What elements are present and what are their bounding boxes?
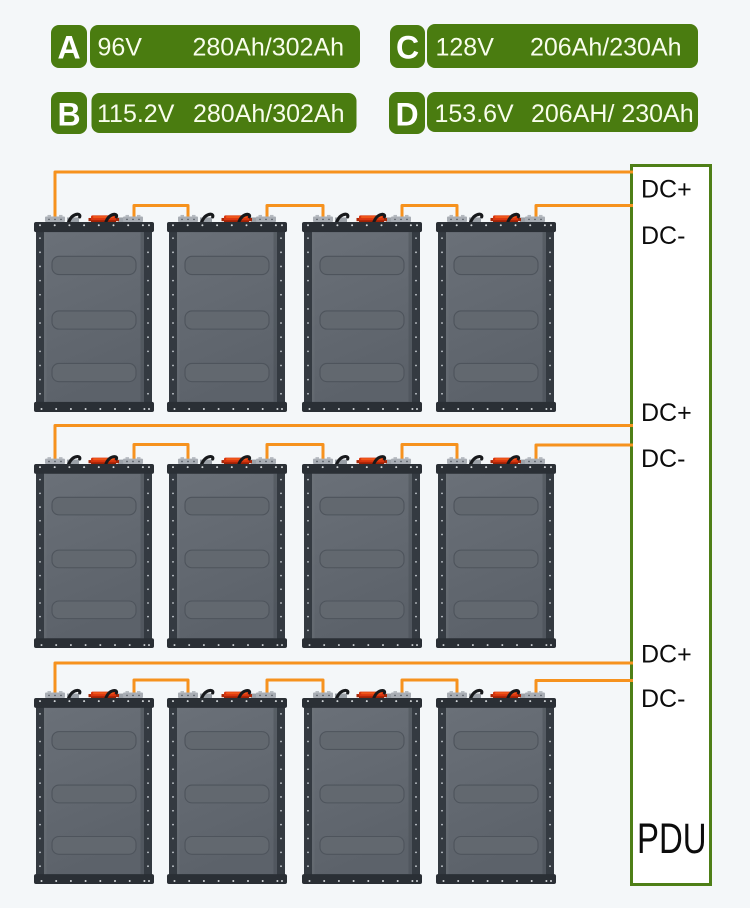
svg-text:206Ah/230Ah: 206Ah/230Ah	[530, 34, 682, 62]
svg-text:280Ah/302Ah: 280Ah/302Ah	[193, 100, 345, 128]
svg-text:128V: 128V	[436, 34, 495, 62]
svg-text:C: C	[396, 30, 419, 66]
svg-text:206AH/ 230Ah: 206AH/ 230Ah	[531, 100, 694, 128]
svg-text:A: A	[57, 30, 80, 66]
svg-text:DC-: DC-	[641, 685, 685, 713]
svg-text:DC-: DC-	[641, 445, 685, 473]
svg-text:96V: 96V	[98, 34, 143, 62]
svg-text:PDU: PDU	[637, 815, 707, 863]
svg-text:280Ah/302Ah: 280Ah/302Ah	[193, 34, 345, 62]
svg-text:B: B	[57, 97, 80, 133]
svg-text:DC+: DC+	[641, 641, 692, 669]
svg-text:115.2V: 115.2V	[97, 100, 175, 128]
svg-text:D: D	[395, 97, 418, 133]
svg-text:DC+: DC+	[641, 176, 692, 204]
svg-text:153.6V: 153.6V	[435, 100, 515, 128]
svg-text:DC+: DC+	[641, 399, 692, 427]
svg-text:DC-: DC-	[641, 222, 685, 250]
